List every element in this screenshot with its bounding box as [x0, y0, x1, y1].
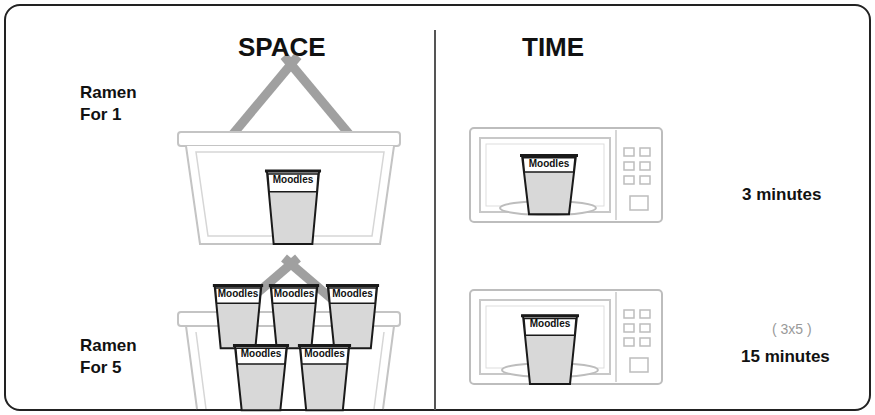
- cup-label: Moodles: [520, 317, 580, 331]
- basket-rim: [178, 132, 400, 146]
- cup-rim: [520, 154, 578, 157]
- cup-rim: [233, 344, 289, 347]
- control-button: [640, 338, 650, 346]
- cup-label: Moodles: [297, 347, 352, 361]
- microwave-body: [470, 290, 662, 384]
- noodle-cup: Moodles: [232, 343, 290, 411]
- row-label: Ramen For 1: [80, 82, 144, 126]
- microwave-top: [470, 128, 662, 222]
- noodle-cup: Moodles: [264, 168, 322, 245]
- column-divider: [434, 30, 436, 410]
- row-label: Ramen For 5: [80, 335, 144, 379]
- cup-label: Moodles: [268, 287, 320, 301]
- control-button: [640, 176, 650, 184]
- control-button: [624, 338, 634, 346]
- noodle-cup: Moodles: [325, 283, 380, 349]
- basket-top: [178, 56, 400, 244]
- cup-rim: [269, 284, 319, 287]
- noodle-cup: Moodles: [520, 313, 580, 385]
- outer-frame: [5, 5, 870, 410]
- microwave-body: [470, 128, 662, 222]
- basket-bottom: [178, 258, 400, 409]
- panel-divider: [615, 292, 617, 382]
- basket-handle: [228, 56, 298, 140]
- microwave-bottom: [470, 290, 662, 384]
- time-label: 3 minutes: [742, 184, 821, 206]
- control-button: [640, 324, 650, 332]
- control-button: [640, 162, 650, 170]
- calculation-note: ( 3x5 ): [772, 320, 812, 338]
- basket-body: [186, 146, 394, 244]
- cup-rim: [265, 169, 321, 172]
- cup-rim: [298, 344, 351, 347]
- cup-rim: [326, 284, 379, 287]
- noodle-cup: Moodles: [519, 153, 579, 215]
- door-button: [630, 196, 648, 210]
- noodle-cup: Moodles: [297, 343, 352, 411]
- time-label: 15 minutes: [741, 346, 830, 368]
- noodle-cup: Moodles: [268, 283, 320, 349]
- noodle-cup: Moodles: [212, 283, 264, 349]
- control-button: [624, 148, 634, 156]
- cup-label: Moodles: [212, 287, 264, 301]
- panel-divider: [615, 130, 617, 220]
- cup-label: Moodles: [519, 157, 579, 171]
- column-heading: SPACE: [238, 30, 326, 64]
- control-button: [624, 176, 634, 184]
- cup-label: Moodles: [325, 287, 380, 301]
- cup-label: Moodles: [232, 347, 290, 361]
- cup-rim: [213, 284, 263, 287]
- control-button: [624, 162, 634, 170]
- cup-label: Moodles: [264, 173, 322, 187]
- cup-rim: [521, 314, 579, 317]
- control-button: [624, 324, 634, 332]
- column-heading: TIME: [522, 30, 584, 64]
- control-button: [640, 310, 650, 318]
- control-button: [640, 148, 650, 156]
- basket-handle: [284, 56, 354, 140]
- control-button: [624, 310, 634, 318]
- door-button: [630, 358, 648, 372]
